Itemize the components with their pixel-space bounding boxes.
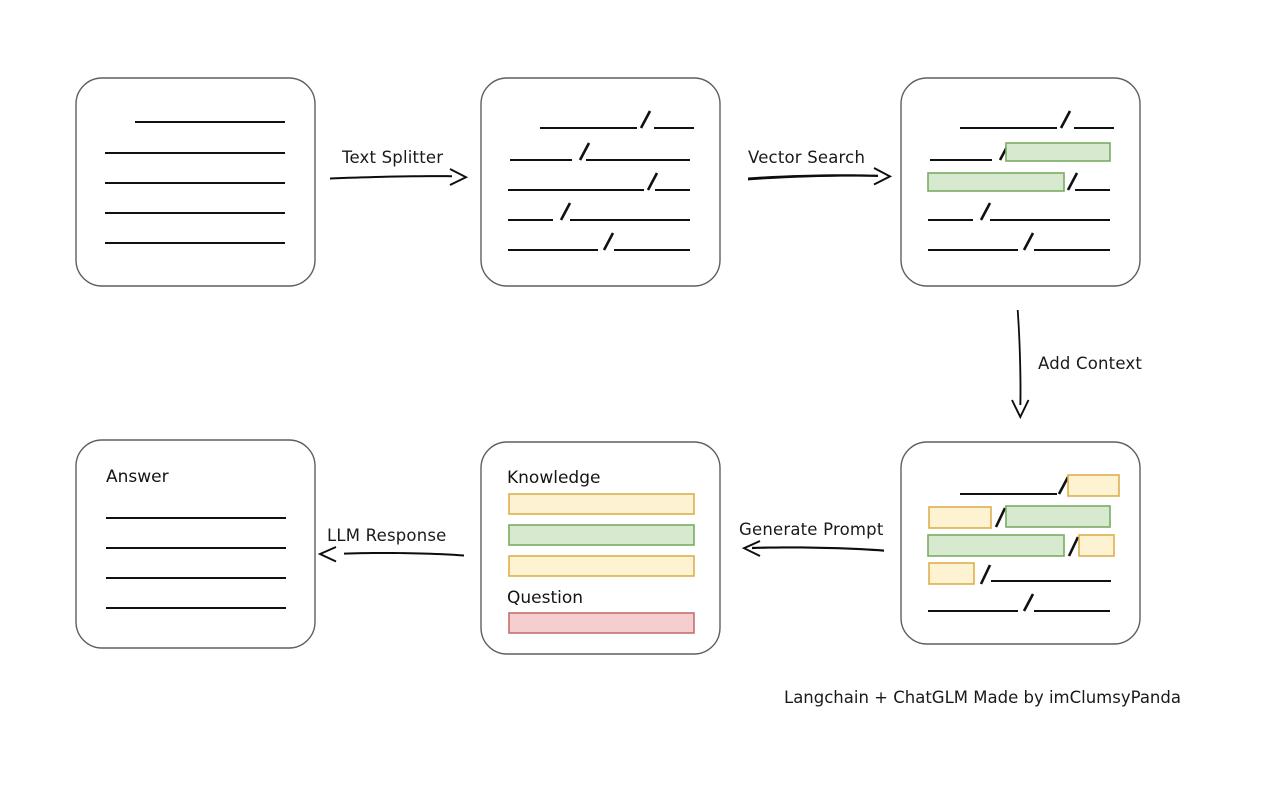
footer-credit: Langchain + ChatGLM Made by imClumsyPand… bbox=[784, 688, 1181, 707]
highlight-green-chunk bbox=[927, 534, 1065, 557]
arrow-llm-response: LLM Response bbox=[317, 526, 464, 563]
highlight-yellow-chunk bbox=[928, 562, 975, 585]
split-chunks-card-frame bbox=[480, 77, 721, 287]
arrow-label-generate-prompt: Generate Prompt bbox=[739, 520, 884, 539]
arrow-add-context: Add Context bbox=[1011, 310, 1142, 420]
matched-chunks-card[interactable] bbox=[900, 77, 1141, 287]
highlight-yellow-chunk bbox=[1078, 534, 1115, 557]
prompt-bar-knowledge-2 bbox=[508, 524, 695, 546]
context-chunks-card[interactable] bbox=[900, 441, 1141, 645]
highlight-green-chunk bbox=[927, 172, 1065, 192]
matched-chunks-lines bbox=[927, 110, 1114, 252]
question-heading: Question bbox=[507, 588, 583, 608]
highlight-yellow-chunk bbox=[928, 506, 992, 529]
context-chunks-lines bbox=[927, 474, 1120, 613]
highlight-green-chunk bbox=[1005, 505, 1111, 528]
highlight-green-chunk bbox=[1005, 142, 1111, 162]
knowledge-heading: Knowledge bbox=[507, 468, 600, 488]
source-document-card[interactable] bbox=[75, 77, 316, 287]
split-chunks-card[interactable] bbox=[480, 77, 721, 287]
answer-lines bbox=[106, 516, 286, 610]
arrow-label-vector-search: Vector Search bbox=[748, 148, 865, 167]
arrow-label-add-context: Add Context bbox=[1038, 354, 1142, 373]
answer-heading: Answer bbox=[106, 467, 169, 487]
answer-card[interactable]: Answer bbox=[75, 439, 316, 649]
prompt-bar-question bbox=[508, 612, 695, 634]
arrow-label-text-splitter: Text Splitter bbox=[341, 148, 443, 167]
answer-card-frame bbox=[75, 439, 316, 649]
highlight-yellow-chunk bbox=[1067, 474, 1120, 497]
arrow-generate-prompt: Generate Prompt bbox=[739, 520, 884, 557]
split-chunks-lines bbox=[508, 110, 694, 252]
prompt-bar-knowledge-1 bbox=[508, 493, 695, 515]
prompt-card[interactable]: Knowledge Question bbox=[480, 441, 721, 655]
prompt-bar-knowledge-3 bbox=[508, 555, 695, 577]
arrow-label-llm-response: LLM Response bbox=[327, 526, 447, 545]
source-document-lines bbox=[105, 120, 285, 245]
arrow-vector-search: Vector Search bbox=[748, 148, 893, 186]
arrow-text-splitter: Text Splitter bbox=[330, 148, 469, 186]
